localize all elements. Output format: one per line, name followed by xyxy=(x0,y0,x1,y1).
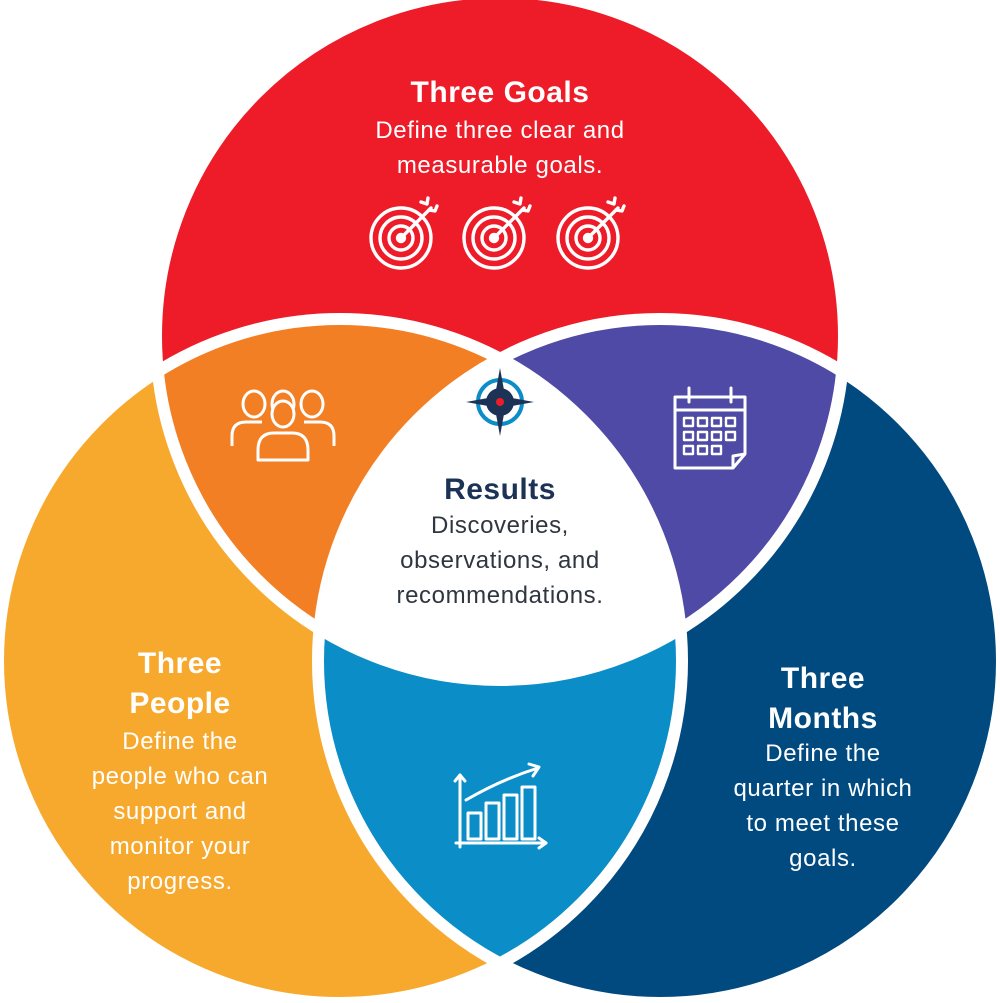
months-title-line: Three xyxy=(780,662,866,695)
months-description-line: Define the xyxy=(765,740,881,767)
results-description-line: Discoveries, xyxy=(431,512,569,539)
people-description-line: Define the xyxy=(122,728,238,755)
calendar-icon xyxy=(673,386,747,470)
target-icon xyxy=(369,196,439,270)
people-description-line: people who can xyxy=(91,763,269,790)
target-icon xyxy=(462,196,532,270)
results-title: Results xyxy=(444,473,556,506)
people-description-line: progress. xyxy=(127,868,233,895)
people-title: Three People xyxy=(60,644,300,724)
months-description-line: quarter in which xyxy=(733,775,913,802)
months-title: Three Months xyxy=(703,659,943,739)
months-description-line: goals. xyxy=(789,845,857,872)
results-description-line: recommendations. xyxy=(396,582,604,609)
results-description-line: observations, and xyxy=(400,547,600,574)
months-description-line: to meet these xyxy=(746,810,900,837)
people-title-line: People xyxy=(129,687,231,720)
bar-chart-growth-icon xyxy=(453,762,548,850)
goals-title: Three Goals xyxy=(410,76,590,109)
results-description: Discoveries, observations, and recommend… xyxy=(330,508,670,613)
people-title-line: Three xyxy=(137,647,223,680)
target-icon xyxy=(556,196,626,270)
people-description-line: monitor your xyxy=(109,833,251,860)
people-description-line: support and xyxy=(113,798,247,825)
people-description: Define the people who can support and mo… xyxy=(50,724,310,899)
months-description: Define the quarter in which to meet thes… xyxy=(693,736,953,876)
months-title-line: Months xyxy=(768,702,878,735)
goals-description-line: Define three clear and xyxy=(375,117,625,144)
people-group-icon xyxy=(230,389,336,462)
goals-description-line: measurable goals. xyxy=(396,152,604,179)
goals-description: Define three clear and measurable goals. xyxy=(300,113,700,183)
crosshair-icon xyxy=(466,368,534,436)
